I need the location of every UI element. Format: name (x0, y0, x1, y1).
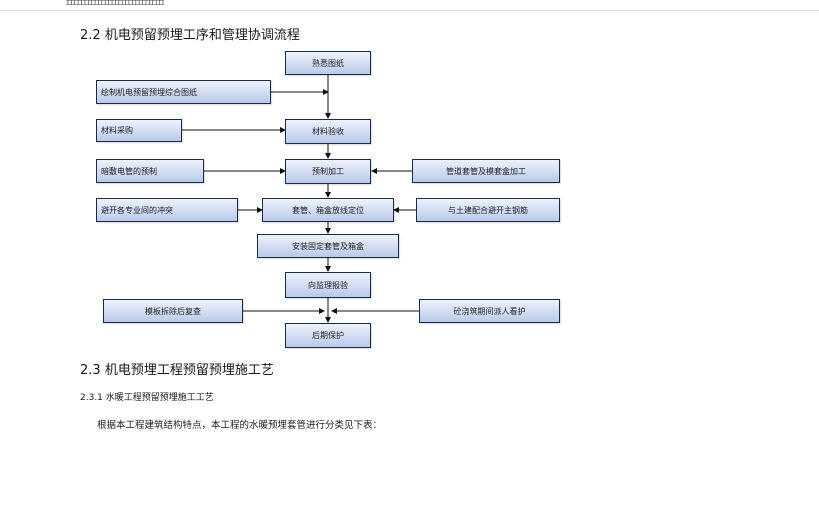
section-2-3-1-heading: 2.3.1 水暖工程预留预埋施工工艺 (80, 390, 214, 403)
section-2-2-heading: 2.2 机电预留预埋工序和管理协调流程 (80, 24, 300, 43)
box-familiarize-drawings: 熟悉图纸 (285, 51, 371, 75)
box-material-procurement: 材料采购 (96, 119, 182, 142)
section-number: 2.3.1 (80, 393, 103, 403)
header-rule (0, 10, 819, 11)
box-prefabrication: 预制加工 (285, 159, 371, 184)
box-positioning: 套管、箱盒放线定位 (262, 198, 394, 222)
section-number: 2.3 (80, 363, 101, 378)
box-draw-composite-drawing: 绘制机电预留预埋综合图纸 (96, 80, 271, 104)
section-title: 机电预留预埋工序和管理协调流程 (104, 28, 300, 43)
box-supervision-check: 向监理报验 (285, 272, 371, 298)
box-install-fix: 安装固定套管及箱盒 (257, 234, 399, 258)
box-conduit-prefab: 暗敷电管的预制 (96, 159, 204, 183)
section-title: 机电预埋工程预留预埋施工艺 (104, 363, 274, 378)
section-title: 水暖工程预留预埋施工工艺 (105, 393, 214, 403)
box-protection: 后期保护 (285, 323, 371, 348)
section-number: 2.2 (80, 28, 101, 43)
section-2-3-heading: 2.3 机电预埋工程预留预埋施工艺 (80, 359, 274, 378)
header-pattern: ꞮꞮꞮꞮꞮꞮꞮꞮꞮꞮꞮꞮꞮꞮꞮꞮꞮꞮꞮꞮꞮꞮꞮꞮꞮꞮꞮꞮꞮꞮꞮꞮ (66, 0, 164, 7)
box-avoid-conflict: 避开各专业间的冲突 (96, 198, 238, 222)
box-civil-coordination: 与土建配合避开主钢筋 (416, 198, 560, 222)
box-material-acceptance: 材料验收 (285, 119, 371, 144)
box-sleeve-processing: 管道套管及模套盒加工 (412, 159, 560, 183)
body-paragraph: 根据本工程建筑结构特点，本工程的水暖预埋套管进行分类见下表： (97, 420, 383, 431)
box-pour-watch: 砼浇筑期间派人看护 (419, 299, 560, 323)
box-formwork-recheck: 模板拆除后复查 (103, 299, 243, 323)
